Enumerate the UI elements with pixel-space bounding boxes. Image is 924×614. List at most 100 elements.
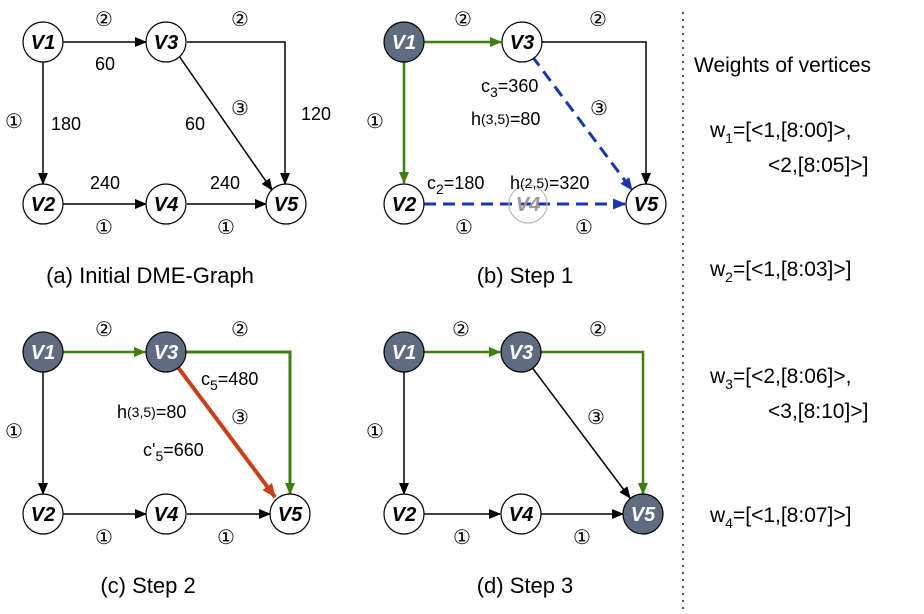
node-v4-label: V4 xyxy=(509,504,533,526)
edge-label: ② xyxy=(231,319,249,341)
node-v5-label: V5 xyxy=(278,504,303,526)
weight-entry-w3: w3=[<2,[8:06]>, xyxy=(709,365,851,392)
node-v2-label: V2 xyxy=(392,194,416,216)
weight-entry-w1: w1=[<1,[8:00]>, xyxy=(709,119,851,146)
node-v3-label: V3 xyxy=(510,32,534,54)
edge-label: ① xyxy=(366,421,384,443)
node-v3: V3 xyxy=(500,331,542,373)
edge-label: ① xyxy=(573,527,591,549)
node-v2-label: V2 xyxy=(31,194,55,216)
node-v1-label: V1 xyxy=(31,32,55,54)
weights-panel: Weights of vertices w1=[<1,[8:00]>, <2,[… xyxy=(694,54,871,531)
node-v1-label: V1 xyxy=(31,342,55,364)
edge-v3-v5-top xyxy=(541,350,648,495)
node-v1: V1 xyxy=(22,21,64,63)
node-v4-label: V4 xyxy=(154,504,178,526)
weight-entry-w1-cont: <2,[8:05]>] xyxy=(768,154,868,177)
edge-label: 60 xyxy=(185,114,205,134)
edge-label: ① xyxy=(5,111,23,133)
cost-annotation: c3=360 xyxy=(481,76,538,100)
node-v4: V4 xyxy=(145,183,187,225)
edge-label: ② xyxy=(589,319,607,341)
panel-step-3: V1 V3 V2 V4 V5 ② ② ① ③ ① ① (d) Step 3 xyxy=(366,319,664,598)
edge-label: ① xyxy=(575,217,593,239)
edge-label: ① xyxy=(366,111,384,133)
edge-v3-v5-dashed xyxy=(530,55,634,191)
node-v2: V2 xyxy=(22,183,64,225)
node-v5: V5 xyxy=(269,493,311,535)
node-v5: V5 xyxy=(625,183,667,225)
edge-v3-v5-top xyxy=(542,41,651,185)
edge-v3-v5-top xyxy=(186,350,295,495)
panel-initial-graph: V1 V3 V2 V4 V5 ② 60 ② ① 180 60 ③ 120 240… xyxy=(5,9,331,288)
edge-label: ② xyxy=(454,9,472,31)
edge-label: ② xyxy=(95,319,113,341)
node-v5-label: V5 xyxy=(274,194,299,216)
node-v3-label: V3 xyxy=(509,342,533,364)
edge-label: ① xyxy=(5,421,23,443)
node-v2: V2 xyxy=(22,493,64,535)
edge-v3-v5-top xyxy=(187,41,290,185)
weights-title: Weights of vertices xyxy=(694,54,871,77)
caption-d: (d) Step 3 xyxy=(477,573,574,598)
edge-label: ③ xyxy=(587,407,605,429)
node-v3: V3 xyxy=(145,21,187,63)
node-v2: V2 xyxy=(383,493,425,535)
node-v1: V1 xyxy=(383,331,425,373)
node-v4-ghost: V4 xyxy=(508,184,548,224)
node-v3: V3 xyxy=(501,21,543,63)
node-v5: V5 xyxy=(622,493,664,535)
node-v4: V4 xyxy=(145,493,187,535)
caption-a: (a) Initial DME-Graph xyxy=(46,263,254,288)
edge-label: ③ xyxy=(231,98,249,120)
edge-label: ② xyxy=(95,9,113,31)
edge-label: ① xyxy=(217,527,235,549)
edge-v3-v5-diag xyxy=(178,55,273,191)
node-v3-label: V3 xyxy=(154,32,178,54)
node-v1-label: V1 xyxy=(392,32,416,54)
weight-entry-w4: w4=[<1,[8:07]>] xyxy=(709,504,851,531)
edge-label: 240 xyxy=(210,173,240,193)
edge-label: ① xyxy=(455,217,473,239)
heuristic-annotation: h(2,5)=320 xyxy=(510,173,589,193)
cost-annotation: c5=480 xyxy=(201,369,258,393)
panel-step-2: V1 V3 V2 V4 V5 ② ② ① ③ ① ① c5=480 h(3,5)… xyxy=(5,319,311,598)
edge-label: ① xyxy=(95,527,113,549)
node-v1-label: V1 xyxy=(392,342,416,364)
node-v5-label: V5 xyxy=(634,194,659,216)
heuristic-annotation: h(3,5)=80 xyxy=(471,109,540,129)
edge-label: ① xyxy=(453,527,471,549)
node-v4: V4 xyxy=(500,493,542,535)
node-v5: V5 xyxy=(265,183,307,225)
edge-label: ① xyxy=(95,217,113,239)
cost-annotation: c2=180 xyxy=(427,173,484,197)
edge-label: ① xyxy=(217,217,235,239)
edge-v3-v5-diag xyxy=(530,365,631,499)
node-v1: V1 xyxy=(383,21,425,63)
node-v3-label: V3 xyxy=(154,342,178,364)
edge-label: ② xyxy=(231,9,249,31)
node-v2-label: V2 xyxy=(392,504,416,526)
edge-label: ③ xyxy=(590,98,608,120)
edge-label: 180 xyxy=(51,114,81,134)
edge-label: ② xyxy=(452,319,470,341)
edge-label: ③ xyxy=(231,407,249,429)
cost-annotation: c'5=660 xyxy=(143,440,204,464)
edge-label: 240 xyxy=(90,173,120,193)
node-v3: V3 xyxy=(145,331,187,373)
node-v4-label: V4 xyxy=(154,194,178,216)
edge-label: 120 xyxy=(301,104,331,124)
node-v1: V1 xyxy=(22,331,64,373)
panel-step-1: V1 V3 V2 V4 V5 ② ② ① ③ ① ① c3=360 h(3,5)… xyxy=(366,9,667,288)
edge-v3-v5-diag xyxy=(175,364,277,499)
caption-c: (c) Step 2 xyxy=(100,573,195,598)
node-v2: V2 xyxy=(383,183,425,225)
weight-entry-w2: w2=[<1,[8:03]>] xyxy=(709,258,851,285)
node-v5-label: V5 xyxy=(631,504,656,526)
caption-b: (b) Step 1 xyxy=(477,263,574,288)
weight-entry-w3-cont: <3,[8:10]>] xyxy=(768,400,868,423)
heuristic-annotation: h(3,5)=80 xyxy=(117,402,186,422)
edge-label: 60 xyxy=(95,54,115,74)
node-v2-label: V2 xyxy=(31,504,55,526)
